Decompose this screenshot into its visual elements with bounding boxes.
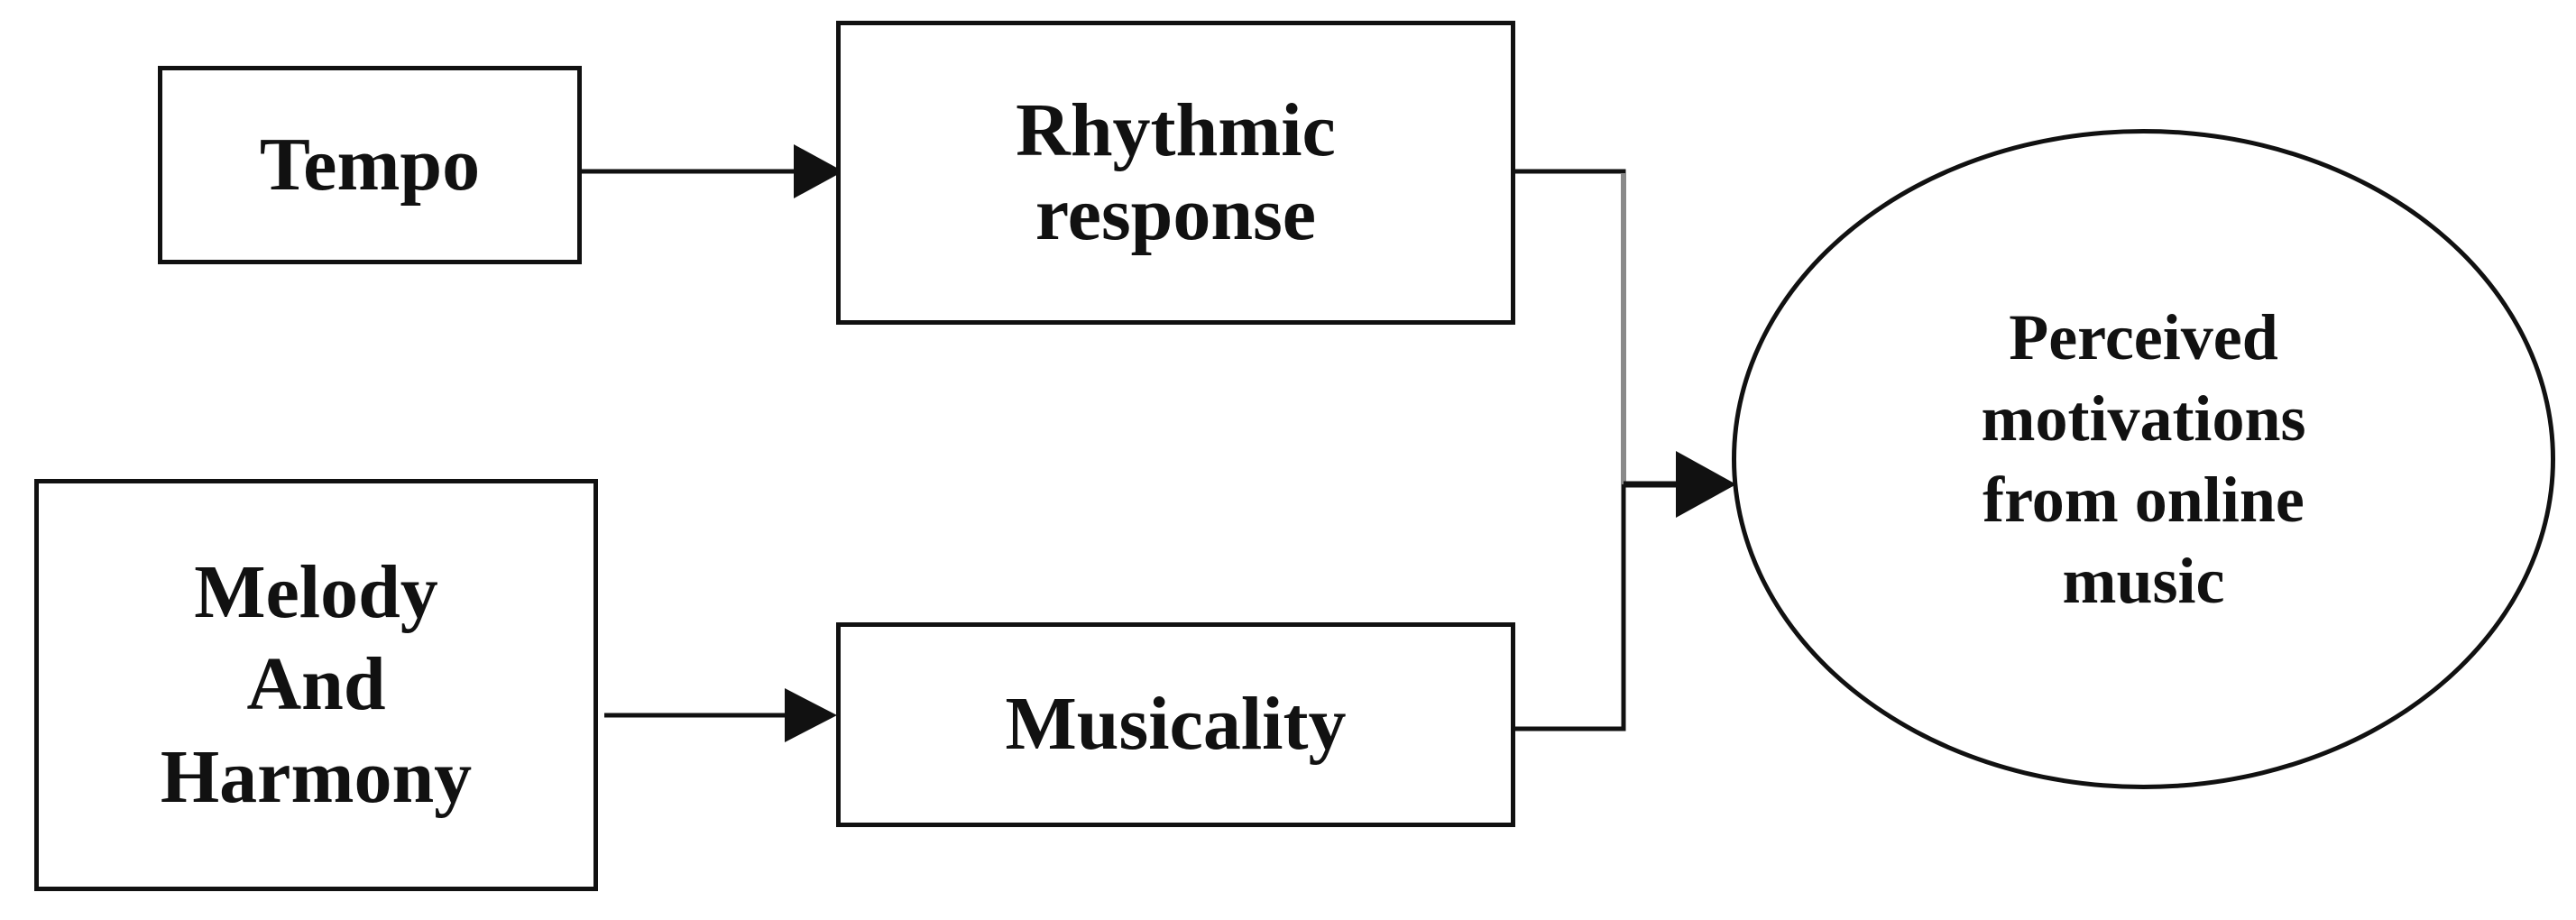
node-rhythmic-response: Rhythmic response — [836, 21, 1515, 325]
edge-melody-to-musicality — [604, 688, 837, 742]
arrowhead-icon — [1676, 451, 1736, 518]
node-melody-and-harmony: Melody And Harmony — [34, 479, 598, 891]
edge-rhythmic-response-to-perceived — [1515, 169, 1626, 484]
node-perceived-motivations: Perceived motivations from online music — [1732, 129, 2555, 789]
node-tempo-label: Tempo — [259, 122, 481, 207]
node-tempo: Tempo — [158, 66, 582, 264]
node-melody-and-harmony-label: Melody And Harmony — [160, 549, 473, 819]
edge-musicality-to-perceived — [1515, 484, 1626, 731]
node-rhythmic-response-label: Rhythmic response — [1016, 88, 1336, 256]
node-musicality: Musicality — [836, 622, 1515, 827]
arrowhead-icon — [785, 688, 837, 742]
node-perceived-motivations-label: Perceived motivations from online music — [1981, 301, 2306, 617]
edge-tempo-to-rhythmic-response — [582, 144, 843, 198]
node-musicality-label: Musicality — [1005, 682, 1347, 767]
arrowhead-icon — [794, 144, 843, 198]
edge-merge-arrow — [1624, 451, 1736, 518]
